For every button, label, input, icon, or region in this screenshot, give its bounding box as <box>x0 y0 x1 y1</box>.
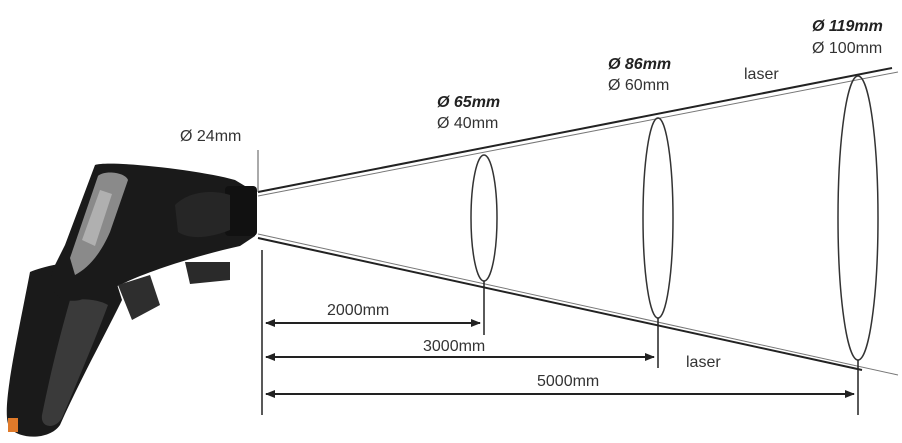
laser-label-top: laser <box>744 66 779 83</box>
distance-label-2000: 2000mm <box>327 302 390 319</box>
spot-ellipse-2000 <box>470 154 498 282</box>
laser-diameter-2000: Ø 65mm <box>437 94 501 111</box>
infrared-thermometer-icon <box>6 163 257 437</box>
spot-ellipse-5000 <box>837 75 879 361</box>
optical-diameter-3000: Ø 60mm <box>608 77 670 94</box>
laser-label-bottom: laser <box>686 354 721 371</box>
optical-diameter-5000: Ø 100mm <box>812 40 883 57</box>
optic-line-top <box>257 71 899 197</box>
distance-label-5000: 5000mm <box>537 373 600 390</box>
laser-diameter-3000: Ø 86mm <box>608 56 672 73</box>
accent-icon <box>8 418 18 432</box>
spot-ellipse-3000 <box>642 117 674 319</box>
laser-line-bottom <box>257 237 863 371</box>
optical-diameter-2000: Ø 40mm <box>437 115 499 132</box>
aperture-diameter-label: Ø 24mm <box>180 128 242 145</box>
laser-line-top <box>257 67 893 193</box>
laser-diameter-5000: Ø 119mm <box>812 18 883 35</box>
optic-line-bottom <box>257 233 899 376</box>
distance-label-3000: 3000mm <box>423 338 486 355</box>
